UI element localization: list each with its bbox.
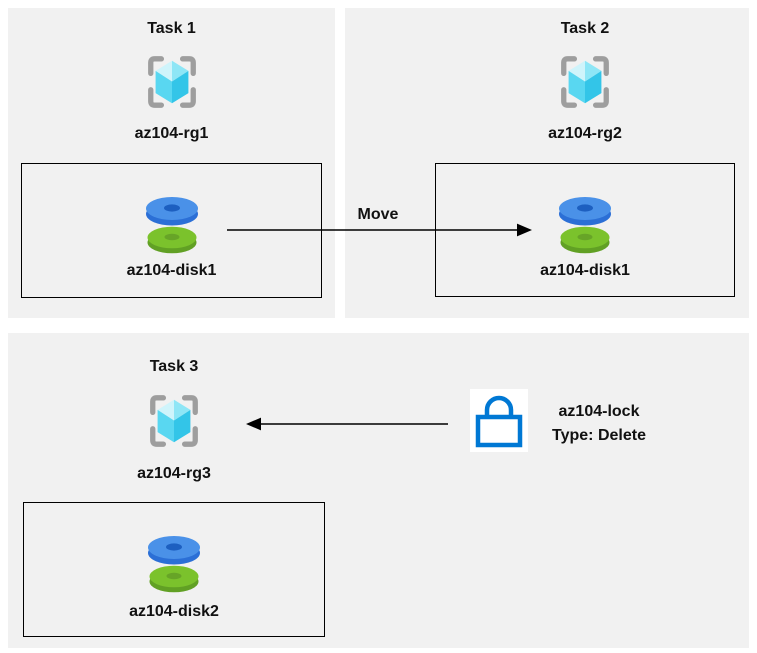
task2-disk-label: az104-disk1 <box>540 262 630 279</box>
task1-panel: Task 1 az104-rg1 az104-disk1 <box>8 8 335 318</box>
task1-title: Task 1 <box>147 20 196 37</box>
move-arrow-label: Move <box>357 206 399 223</box>
task2-panel: Task 2 az104-rg2 az104-disk1 <box>345 8 749 318</box>
task1-disk-box: az104-disk1 <box>21 163 322 298</box>
resource-group-icon <box>21 54 322 110</box>
lock-name-label: az104-lock <box>558 403 640 420</box>
disk-icon <box>436 192 734 254</box>
task2-disk-box: az104-disk1 <box>435 163 735 297</box>
task3-title: Task 3 <box>149 358 199 375</box>
lock-annotation: az104-lock Type: Delete <box>533 400 665 448</box>
task2-rg-label: az104-rg2 <box>548 125 622 142</box>
disk-icon <box>24 531 324 593</box>
lock-type-label: Type: Delete <box>552 427 646 444</box>
task2-title: Task 2 <box>560 20 610 37</box>
task3-disk-label: az104-disk2 <box>129 603 219 620</box>
resource-group-icon <box>23 393 325 449</box>
task3-disk-box: az104-disk2 <box>23 502 325 637</box>
disk-icon <box>22 192 321 254</box>
task3-rg-label: az104-rg3 <box>137 465 211 482</box>
task1-disk-label: az104-disk1 <box>126 262 217 279</box>
task3-panel: Task 3 az104-rg3 az104-disk2 az104-lock … <box>8 333 749 648</box>
resource-group-icon <box>435 54 735 110</box>
lock-icon <box>470 389 528 457</box>
task1-rg-label: az104-rg1 <box>134 125 209 142</box>
